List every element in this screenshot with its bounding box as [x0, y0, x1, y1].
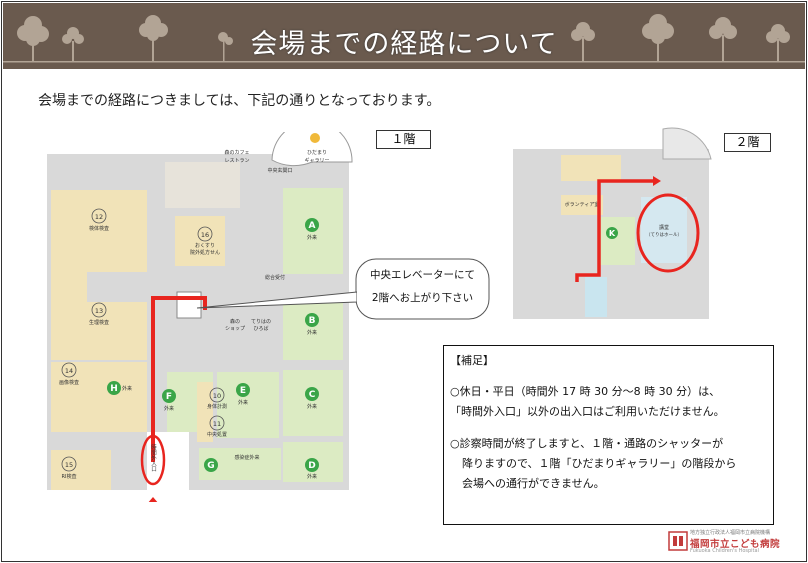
volunteer-room-label: ボランティア室	[565, 201, 600, 208]
room-16-number: 16	[201, 231, 209, 239]
room-11-label: 中央処置	[207, 431, 227, 438]
room-13-label: 生理検査	[89, 319, 109, 326]
note-p2-line2: 降りますので、１階「ひだまりギャラリー」の階段から	[462, 457, 737, 470]
gallery-label-2: ギャラリー	[304, 158, 329, 164]
callout-line-2: 2階へお上がり下さい	[371, 292, 474, 304]
floor2-map: K ボランティア室 講堂 （てりはホール）	[513, 127, 712, 319]
note-p1-line2: 「時間外入口」以外の出入口はご利用いただけません。	[450, 405, 725, 418]
floor1-map: A B C D E F G H 12 13 14 15 16 10 11 検体検…	[47, 132, 353, 502]
shop-label-2: ショップ	[225, 326, 245, 332]
room-10-number: 10	[213, 392, 221, 400]
after-hours-entrance-label: 時間外入口	[150, 443, 157, 473]
hospital-logo-icon	[668, 531, 688, 551]
gairai-f-label: 外来	[164, 405, 174, 412]
room-d-letter: D	[308, 461, 315, 471]
elevator-callout: 中央エレベーターにて 2階へお上がり下さい	[197, 258, 490, 320]
room-g-letter: G	[207, 461, 214, 471]
gairai-d-label: 外来	[307, 473, 317, 480]
callout-bubble-icon	[355, 258, 490, 320]
room-16-label: おくすり	[195, 242, 215, 249]
restaurant-label: レストラン	[224, 158, 249, 164]
note-p1-line1: ○休日・平日（時間外 17 時 30 分～8 時 30 分）は、	[450, 385, 721, 398]
room-13-number: 13	[95, 307, 103, 315]
plaza-label-2: ひろば	[253, 325, 268, 332]
gairai-b-label: 外来	[307, 329, 317, 336]
note-p2-line3: 会場への通行ができません。	[462, 477, 605, 490]
room-f-letter: F	[166, 392, 172, 402]
hospital-logo: 地方独立行政法人福岡市立病院機構 福岡市立こども病院 Fukuoka Child…	[668, 527, 798, 555]
note-p2-line1: ○診察時間が終了しますと、１階・通路のシャッターが	[450, 437, 724, 450]
room-h-letter: H	[110, 384, 118, 394]
room-12-label: 検体検査	[89, 225, 109, 232]
gairai-c-label: 外来	[307, 403, 317, 410]
floor2-tag: ２階	[724, 133, 771, 152]
gairai-a-label: 外来	[307, 234, 317, 241]
room-15-label: RI検査	[62, 473, 77, 480]
plaza-label-1: てりはの	[251, 319, 271, 325]
room-10-label: 身体計測	[207, 403, 227, 410]
logo-english-line: Fukuoka Children's Hospital	[690, 548, 759, 554]
room-12-number: 12	[95, 213, 103, 221]
tree-decoration-icon	[3, 14, 805, 63]
gairai-e-label: 外来	[238, 399, 248, 406]
room-11-number: 11	[213, 420, 221, 428]
room-e-letter: E	[240, 386, 246, 396]
intro-text: 会場までの経路につきましては、下記の通りとなっております。	[38, 93, 441, 109]
emergency-label: 感染症外来	[234, 454, 259, 461]
shop-label-1: 森の	[230, 318, 240, 325]
room-14-number: 14	[65, 367, 73, 375]
room-a-letter: A	[309, 221, 316, 231]
auditorium-sublabel: （てりはホール）	[646, 232, 682, 238]
gallery-label-1: ひだまり	[307, 150, 327, 156]
page-title: 会場までの経路について	[250, 29, 558, 60]
auditorium-label: 講堂	[659, 224, 669, 231]
logo-org-line: 地方独立行政法人福岡市立病院機構	[690, 530, 771, 536]
room-14-label: 画像検査	[59, 379, 79, 386]
floor1-tag: １階	[376, 130, 431, 149]
cafe-label: 森のカフェ	[224, 149, 249, 156]
room-b-letter: B	[309, 316, 316, 326]
callout-line-1: 中央エレベーターにて	[370, 269, 475, 281]
entrance-label: 中央玄関口	[267, 167, 292, 174]
header-banner: 会場までの経路について	[3, 3, 805, 69]
supplement-note: 【補足】 ○休日・平日（時間外 17 時 30 分～8 時 30 分）は、 「時…	[443, 345, 774, 525]
room-16-sublabel: 院外処方せん	[190, 249, 220, 256]
room-15-number: 15	[65, 461, 73, 469]
reception-label: 総合受付	[265, 274, 285, 281]
room-k-letter: K	[609, 229, 616, 238]
logo-name-line: 福岡市立こども病院	[690, 539, 781, 550]
room-c-letter: C	[309, 390, 316, 400]
gairai-h-label: 外来	[122, 385, 132, 392]
note-heading: 【補足】	[450, 354, 494, 367]
callout-pointer-icon	[197, 291, 357, 309]
